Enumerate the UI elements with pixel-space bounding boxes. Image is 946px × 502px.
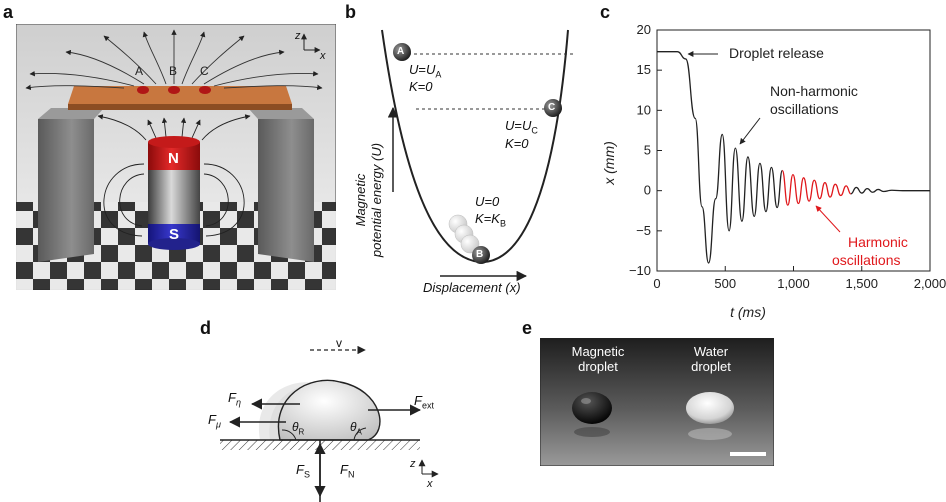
- a-u-eq: =: [418, 62, 426, 77]
- chart-xlabel: t (ms): [730, 304, 766, 320]
- label-c: C: [200, 64, 209, 78]
- nonharmonic-arrow: [739, 117, 761, 145]
- theta-a-sym: θ: [350, 420, 357, 434]
- point-a: A: [397, 46, 405, 57]
- theta-r-sym: θ: [292, 420, 299, 434]
- label-a: A: [135, 64, 144, 78]
- panel-d-force-diagram: [220, 345, 439, 502]
- water-droplet-label: Water droplet: [678, 344, 744, 374]
- water-label-1: Water: [693, 344, 729, 359]
- force-s-sub: S: [303, 469, 310, 480]
- panel-letter-e: e: [522, 318, 533, 338]
- chart-axes: 0 500 1,000 1,500 2,000 −10 −5 0 5 10 15 20: [629, 22, 946, 291]
- theta-r-sub: R: [298, 427, 305, 437]
- force-n-sub: N: [347, 469, 355, 480]
- panel-letter-c: c: [600, 2, 611, 22]
- magnetic-label-1: Magnetic: [571, 344, 625, 359]
- theta-a: θA: [350, 420, 362, 436]
- force-eta: Fη: [228, 390, 241, 408]
- velocity-label: v: [336, 336, 342, 350]
- nonharmonic-annotation-2: oscillations: [770, 101, 838, 117]
- x-tick-label: 0: [653, 276, 660, 291]
- y-tick-label: 10: [637, 102, 651, 117]
- force-ext: Fext: [414, 393, 434, 411]
- b-ylabel-line2: potential energy (U): [369, 142, 384, 258]
- force-n: FN: [340, 462, 354, 480]
- force-s-sym: F: [296, 462, 304, 477]
- b-xlabel: Displacement (x): [423, 280, 521, 295]
- series-line-2: [850, 186, 930, 195]
- magnetic-label-2: droplet: [578, 359, 618, 374]
- series-line-1: [781, 169, 852, 206]
- state-a-kinetic: K=0: [409, 79, 433, 94]
- force-ext-sub: ext: [421, 400, 434, 411]
- force-eta-sym: F: [228, 390, 236, 405]
- y-tick-label: 0: [644, 183, 651, 198]
- y-tick-label: 15: [637, 62, 651, 77]
- y-tick-label: 20: [637, 22, 651, 37]
- point-b: B: [476, 249, 484, 260]
- y-tick-label: −10: [629, 263, 651, 278]
- c-u-eq: =: [514, 118, 522, 133]
- state-c-kinetic: K=0: [505, 136, 529, 151]
- magnetic-droplet-label: Magnetic droplet: [560, 344, 636, 374]
- force-mu-sub: μ: [215, 419, 221, 430]
- force-eta-sub: η: [235, 397, 241, 408]
- y-tick-label: 5: [644, 143, 651, 158]
- b-ylabel-line1: Magnetic: [353, 173, 368, 227]
- d-axis-x: x: [427, 478, 433, 490]
- theta-a-sub: A: [356, 427, 362, 437]
- x-tick-label: 500: [714, 276, 736, 291]
- force-s: FS: [296, 462, 310, 480]
- panel-e-photo: [540, 338, 774, 466]
- point-c: C: [548, 102, 556, 113]
- c-u-pre: U: [505, 118, 515, 133]
- a-u-pre: U: [409, 62, 419, 77]
- panel-c-chart: 0 500 1,000 1,500 2,000 −10 −5 0 5 10 15 20 Droplet…: [601, 22, 946, 320]
- panel-b-energy-diagram: [381, 29, 574, 282]
- north-label: N: [168, 150, 179, 167]
- chart-series: [657, 51, 930, 264]
- chart-ylabel: x (mm): [601, 141, 617, 186]
- c-u-sub: C: [531, 125, 538, 136]
- release-annotation: Droplet release: [729, 45, 824, 61]
- y-tick-label: −5: [636, 223, 651, 238]
- panel-letter-b: b: [345, 2, 356, 22]
- theta-r: θR: [292, 420, 304, 436]
- panel-letter-d: d: [200, 318, 211, 338]
- axis-x-label: x: [320, 50, 326, 62]
- panel-letter-a: a: [3, 2, 14, 22]
- b-k-pre: K=K: [475, 211, 500, 226]
- series-line-0: [657, 51, 783, 264]
- harmonic-annotation-1: Harmonic: [848, 234, 908, 250]
- force-n-sym: F: [340, 462, 348, 477]
- x-tick-label: 1,500: [845, 276, 878, 291]
- b-k-sub: B: [499, 218, 506, 229]
- c-u-sym: U: [521, 118, 532, 133]
- state-a-energy: U=UA: [409, 62, 441, 80]
- nonharmonic-annotation-1: Non-harmonic: [770, 83, 858, 99]
- d-axis-z: z: [410, 458, 416, 470]
- panel-a-illustration: [16, 24, 336, 290]
- a-u-sub: A: [435, 69, 442, 80]
- x-tick-label: 1,000: [777, 276, 810, 291]
- x-tick-label: 2,000: [914, 276, 946, 291]
- force-mu-sym: F: [208, 412, 216, 427]
- b-ylabel: Magnetic potential energy (U): [353, 110, 385, 290]
- state-b-kinetic: K=KB: [475, 211, 506, 229]
- harmonic-annotation-2: oscillations: [832, 252, 900, 268]
- a-u-sym: U: [425, 62, 436, 77]
- harmonic-arrow: [815, 205, 841, 233]
- force-ext-sym: F: [414, 393, 422, 408]
- water-label-2: droplet: [691, 359, 731, 374]
- force-mu: Fμ: [208, 412, 221, 430]
- state-b-energy: U=0: [475, 194, 500, 209]
- state-c-energy: U=UC: [505, 118, 538, 136]
- axis-z-label: z: [295, 30, 301, 42]
- label-b: B: [169, 64, 178, 78]
- south-label: S: [169, 226, 180, 243]
